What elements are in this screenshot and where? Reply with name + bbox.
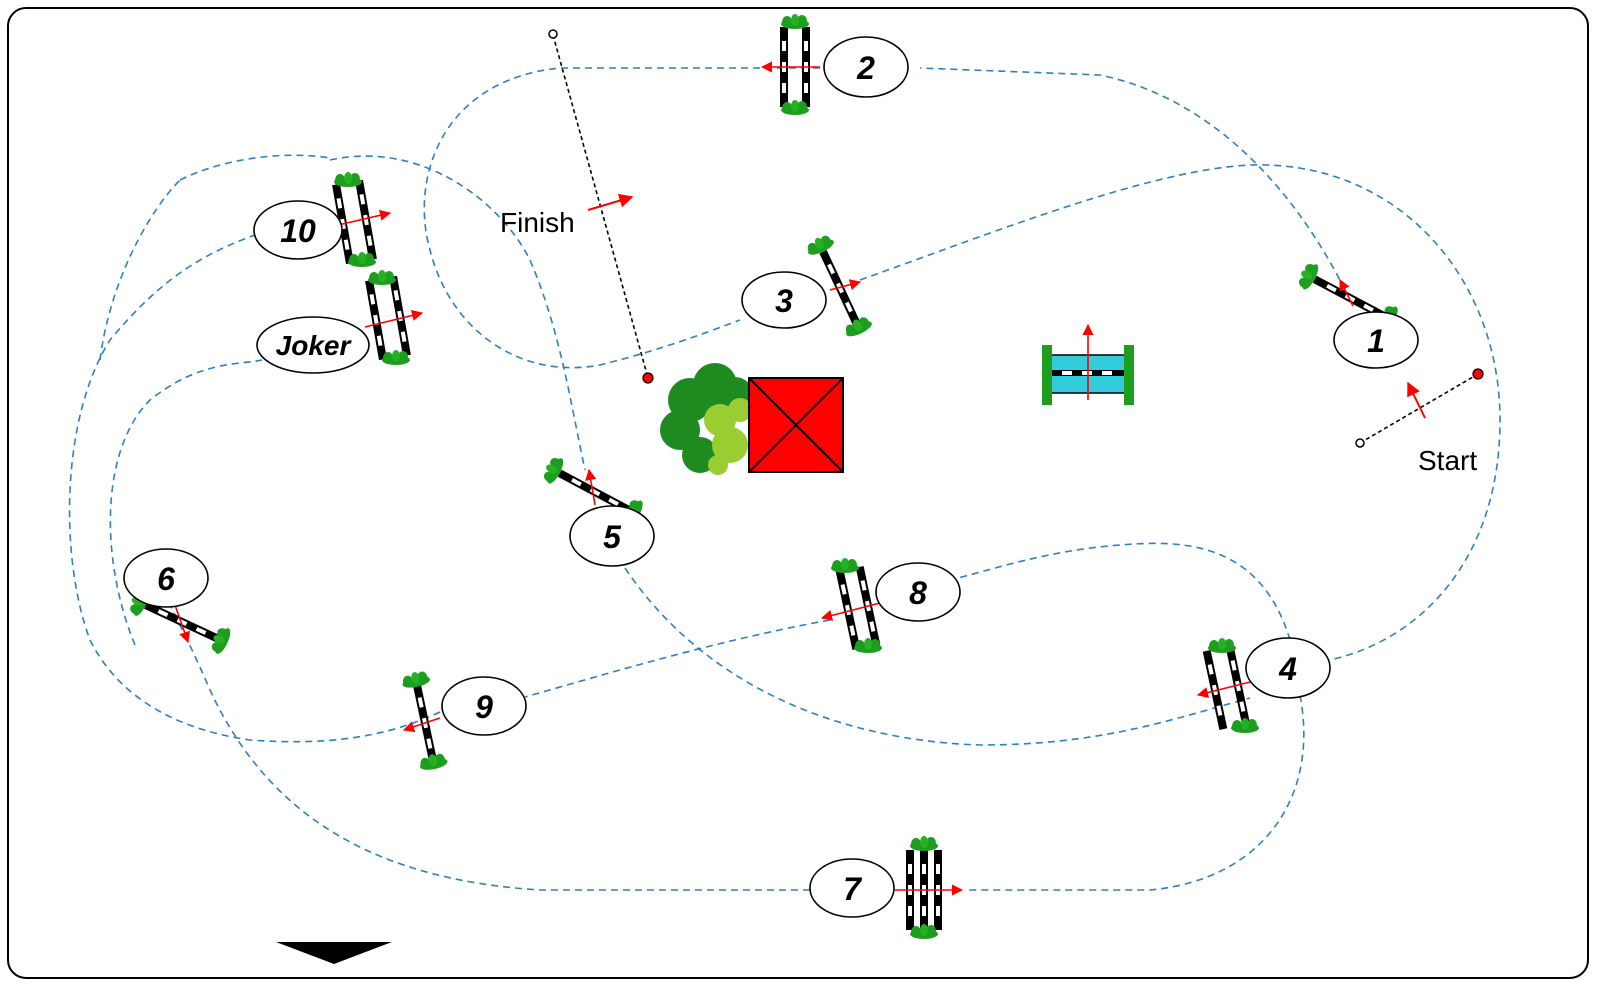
obstacle-4: 4 — [1196, 637, 1331, 733]
obstacle-number-3: 3 — [775, 283, 793, 319]
course-route — [68, 67, 1501, 891]
obstacle-number-10: 10 — [280, 213, 316, 249]
joker-label: Joker — [276, 330, 353, 361]
start-line: Start — [1355, 368, 1484, 476]
obstacle-number-1: 1 — [1367, 323, 1385, 359]
finish-direction-arrow-icon — [587, 193, 634, 211]
obstacle-3: 3 — [741, 232, 874, 340]
obstacle-number-8: 8 — [909, 575, 927, 611]
start-label: Start — [1418, 445, 1477, 476]
building-icon — [748, 377, 844, 473]
obstacle-number-2: 2 — [856, 50, 875, 86]
obstacle-5: 5 — [539, 453, 655, 567]
obstacle-number-9: 9 — [475, 689, 493, 725]
obstacle-10: 10 — [253, 172, 392, 267]
water-obstacle — [1042, 323, 1134, 405]
obstacle-9: 9 — [400, 669, 527, 772]
obstacle-8: 8 — [820, 558, 961, 653]
entrance-arrow-icon — [276, 942, 392, 964]
obstacle-joker: Joker — [256, 270, 424, 374]
obstacle-2: 2 — [760, 14, 909, 115]
obstacle-number-4: 4 — [1278, 651, 1297, 687]
arena-border — [7, 7, 1589, 979]
obstacle-7: 7 — [809, 836, 964, 939]
start-direction-arrow-icon — [1407, 381, 1426, 419]
tree-icon — [660, 363, 753, 475]
obstacle-number-7: 7 — [843, 871, 863, 907]
obstacle-number-6: 6 — [157, 561, 175, 597]
obstacle-1: 1 — [1294, 259, 1419, 369]
obstacle-6: 6 — [123, 548, 234, 656]
finish-line: Finish — [500, 29, 654, 384]
obstacle-number-5: 5 — [603, 519, 622, 555]
finish-label: Finish — [500, 207, 575, 238]
